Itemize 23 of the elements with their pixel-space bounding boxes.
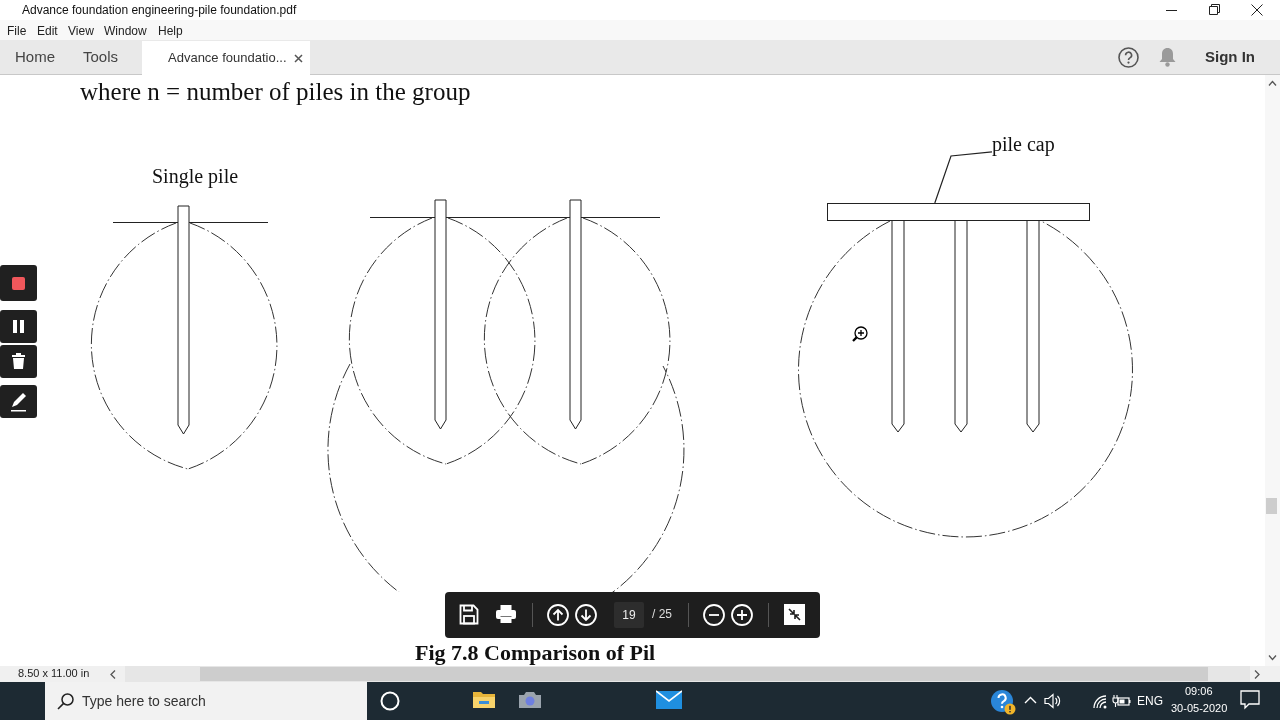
tab-label: Tools (83, 48, 119, 66)
pile-cap (827, 203, 1090, 221)
body-text: where n = number of piles in the group (80, 78, 471, 107)
menu-item: Edit (37, 24, 58, 39)
document-tab: Advance foundatio... (142, 41, 310, 75)
leader-line (934, 151, 993, 204)
menu-item: Window (104, 24, 147, 39)
callout-label: pile cap (992, 133, 1055, 156)
window-title: Advance foundation engineering-pile foundation.pdf (22, 3, 297, 18)
tab-label: Home (15, 48, 55, 66)
figure-caption: Fig 7.8 Comparison of Pil (415, 640, 656, 666)
page-count: / 25 (652, 607, 672, 622)
page-size-text: 8.50 x 11.00 in (18, 667, 90, 681)
menu-item: View (68, 24, 94, 39)
search-field: Type here to search (45, 682, 367, 720)
page-number-field: 19 (614, 602, 644, 628)
menu-item: File (7, 24, 27, 39)
menu-item: Help (158, 24, 183, 39)
clock-date: 30-05-2020 (1171, 702, 1228, 716)
language-indicator: ENG (1137, 694, 1163, 709)
figure-label: Single pile (152, 165, 239, 188)
sign-in-link: Sign In (1205, 48, 1255, 66)
clock-time: 09:06 (1185, 685, 1213, 699)
